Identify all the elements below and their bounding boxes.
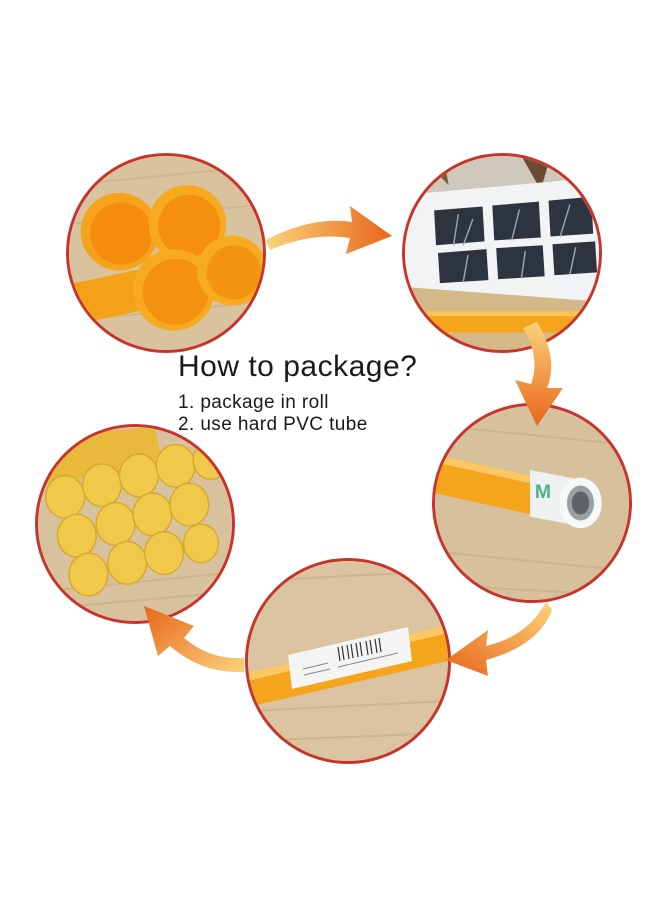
svg-text:M: M: [535, 481, 551, 503]
photo-stacked-tubes: [35, 424, 235, 624]
photo-rolled-print: M: [432, 403, 632, 603]
curved-arrow-right-icon: [266, 206, 392, 254]
steps-list: 1. package in roll 2. use hard PVC tube: [178, 392, 368, 436]
photo-labeled-tube: [245, 558, 451, 764]
stacked-tubes-icon: [38, 427, 232, 621]
step-item: 1. package in roll: [178, 392, 329, 413]
labeled-tube-icon: [248, 561, 448, 761]
window-mural-print-icon: [405, 156, 599, 350]
flow-arrow-1: [262, 196, 396, 266]
flow-arrow-4: [140, 598, 248, 678]
curved-arrow-left-icon: [144, 606, 244, 673]
photo-window-print: [402, 153, 602, 353]
flow-arrow-3: [442, 596, 554, 678]
curved-arrow-down-left-icon: [446, 602, 552, 676]
pvc-tubes-icon: [69, 156, 263, 350]
curved-arrow-down-icon: [515, 322, 563, 426]
page-title: How to package?: [178, 350, 418, 383]
rolled-print-icon: M: [435, 406, 629, 600]
step-item: 2. use hard PVC tube: [178, 414, 368, 435]
flow-arrow-2: [507, 318, 579, 430]
photo-pvc-tubes: [66, 153, 266, 353]
